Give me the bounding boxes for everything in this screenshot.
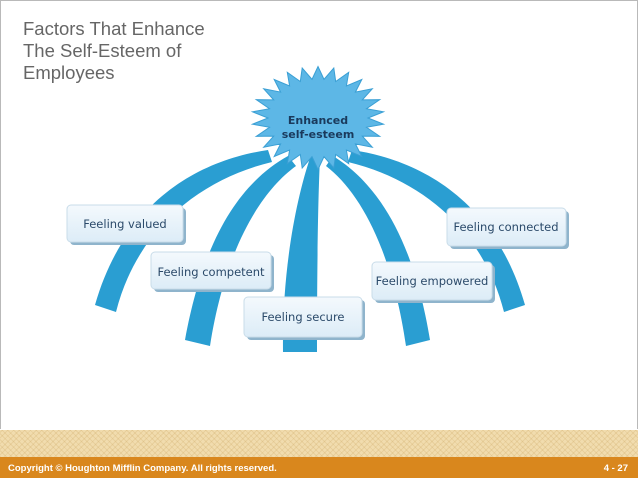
- center-label-line-1: Enhanced: [288, 114, 348, 127]
- factor-box-feeling-valued: Feeling valued: [66, 204, 186, 245]
- factor-label-feeling-valued: Feeling valued: [83, 217, 166, 231]
- factor-label-feeling-empowered: Feeling empowered: [376, 274, 489, 288]
- title-line-3: Employees: [23, 62, 115, 83]
- title-line-2: The Self-Esteem of: [23, 40, 182, 61]
- factor-box-feeling-connected: Feeling connected: [446, 207, 569, 249]
- factor-label-feeling-connected: Feeling connected: [454, 220, 559, 234]
- factor-box-feeling-empowered: Feeling empowered: [371, 261, 495, 303]
- arc-feeling-competent: [185, 156, 296, 346]
- title-line-1: Factors That Enhance: [23, 18, 205, 39]
- factor-label-feeling-competent: Feeling competent: [157, 265, 265, 279]
- self-esteem-diagram: Enhanced self-esteem Feeling valued Feel…: [66, 65, 569, 352]
- factor-label-feeling-secure: Feeling secure: [262, 310, 345, 324]
- enhanced-self-esteem-burst: [250, 65, 386, 171]
- copyright-text: Copyright © Houghton Mifflin Company. Al…: [8, 463, 277, 474]
- slide-title: Factors That Enhance The Self-Esteem of …: [23, 18, 243, 84]
- factor-box-feeling-secure: Feeling secure: [243, 296, 365, 340]
- decorative-band: [0, 430, 638, 457]
- factor-box-feeling-competent: Feeling competent: [150, 251, 274, 292]
- center-label-line-2: self-esteem: [282, 128, 355, 141]
- page-number: 4 - 27: [603, 463, 628, 474]
- footer-bar: Copyright © Houghton Mifflin Company. Al…: [0, 457, 638, 478]
